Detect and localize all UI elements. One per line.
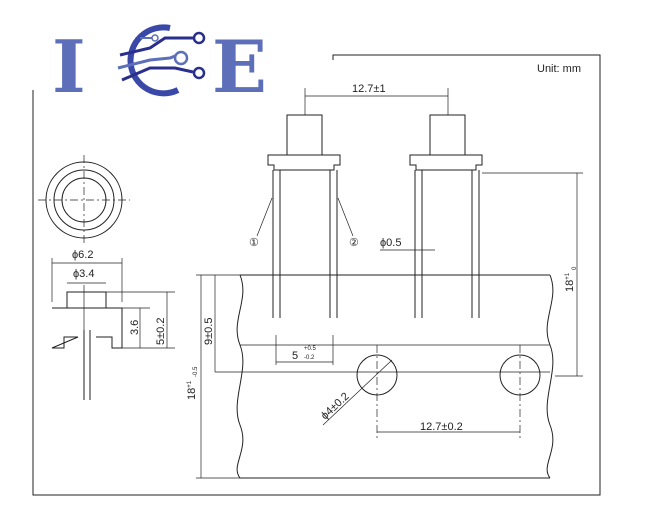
- callout-2: ②: [349, 237, 359, 249]
- dim-pin-pitch-top: 12.7±1: [352, 83, 386, 95]
- dim-cap-diameter: ϕ3.4: [73, 268, 94, 280]
- dim-pin-diameter: ϕ0.5: [380, 237, 401, 249]
- callout-1: ①: [249, 237, 259, 249]
- left-height-dims: 9±0.5 18+1 -0.5: [186, 274, 240, 479]
- dim-height-left-tol-minus: -0.5: [193, 366, 199, 377]
- dim-hole-pitch: 12.7±0.2: [420, 421, 463, 433]
- dim-height-left: 18+1: [186, 380, 198, 400]
- switch-side-view: ϕ6.2 ϕ3.4 3.6 5±0.2: [51, 249, 175, 400]
- switch-top-view: [38, 155, 130, 245]
- dim-body-height: 3.6: [129, 320, 141, 335]
- switch-front-view-1: [267, 114, 341, 318]
- pcb-section: 12.7±0.2 ϕ4±0.2 5 +0.5 -0.2: [236, 274, 554, 479]
- dim-pin-spacing-tol-minus: -0.2: [304, 355, 315, 361]
- dim-height-right-tol-minus: 0: [572, 266, 578, 270]
- circuit-circle-icon: [117, 24, 206, 97]
- logo-letter-i: I: [52, 24, 86, 109]
- unit-label: Unit: mm: [537, 63, 581, 75]
- right-height-dim: 18+1 0: [482, 172, 583, 377]
- dim-total-height: 5±0.2: [155, 318, 167, 345]
- dim-outer-diameter: ϕ6.2: [72, 249, 93, 261]
- dim-hole-diameter: ϕ4±0.2: [319, 390, 352, 422]
- pin-pitch-top-dim: 12.7±1: [304, 83, 449, 115]
- dim-pin-spacing: 5: [292, 350, 298, 362]
- logo-letter-e: E: [212, 24, 267, 109]
- dim-height-right: 18+1: [564, 272, 576, 292]
- dim-pin-length: 9±0.5: [203, 318, 215, 345]
- ice-logo: I E: [52, 24, 267, 109]
- drawing-frame: Unit: mm: [32, 54, 601, 496]
- dim-pin-spacing-tol-plus: +0.5: [304, 346, 317, 352]
- callouts: ① ② ϕ0.5: [249, 197, 435, 251]
- switch-front-view-2: [409, 114, 483, 318]
